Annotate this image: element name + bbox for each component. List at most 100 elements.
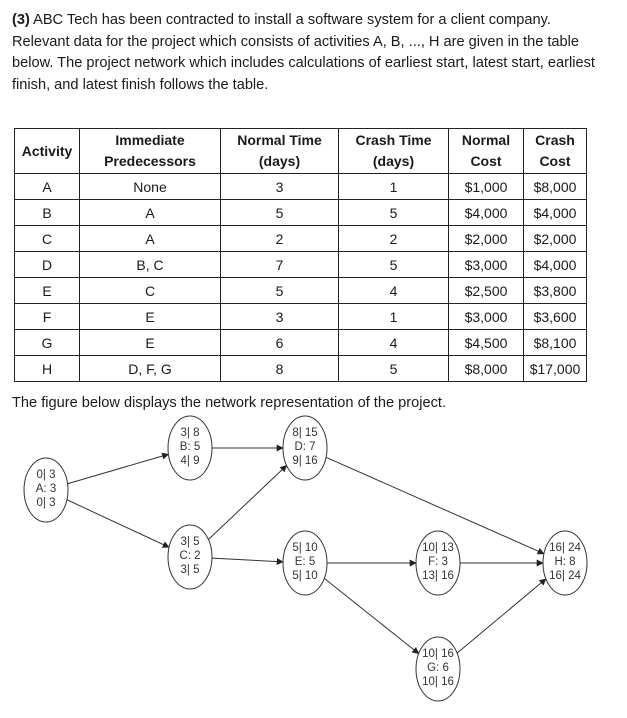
network-nodes: 0| 3 A: 3 0| 3 3| 8 B: 5 4| 9 3| 5 C: 2 3| 5 8| 1… [23, 415, 588, 702]
cell-normal-time: 8 [220, 355, 339, 382]
header-text: Cost [539, 153, 571, 169]
node-mid-label: G: 6 [427, 662, 449, 674]
cell-activity: C [14, 225, 80, 252]
header-text: Normal [461, 132, 511, 148]
node-bottom-label: 9| 16 [292, 455, 317, 467]
edge-C-E [211, 557, 284, 566]
node-top-label: 8| 15 [292, 427, 317, 439]
edge-C-D [208, 464, 288, 540]
node-top-label: 3| 5 [181, 536, 200, 548]
header-activity: Activity [14, 128, 80, 174]
node-shape [167, 415, 213, 481]
node-mid-label: F: 3 [428, 556, 448, 568]
header-predecessors: Immediate Predecessors [79, 128, 221, 174]
edge-G-H [456, 578, 547, 654]
node-bottom-label: 16| 24 [549, 570, 581, 582]
node-mid-label: H: 8 [554, 556, 575, 568]
cell-crash-time: 5 [338, 355, 449, 382]
problem-statement: (3) ABC Tech has been contracted to inst… [12, 10, 612, 96]
node-top-label: 5| 10 [292, 542, 317, 554]
node-top-label: 10| 16 [422, 648, 454, 660]
cell-crash-cost: $3,800 [523, 277, 587, 304]
cell-crash-cost: $4,000 [523, 199, 587, 226]
cell-pred: D, F, G [79, 355, 221, 382]
cell-pred: E [79, 329, 221, 356]
cell-normal-time: 6 [220, 329, 339, 356]
cell-crash-time: 4 [338, 277, 449, 304]
header-text: Normal Time [237, 132, 322, 148]
cell-activity: E [14, 277, 80, 304]
node-mid-label: B: 5 [180, 441, 200, 453]
node-B: 3| 8 B: 5 4| 9 [167, 415, 213, 481]
cell-normal-cost: $8,000 [448, 355, 524, 382]
cell-activity: H [14, 355, 80, 382]
node-E: 5| 10 E: 5 5| 10 [282, 530, 328, 596]
edge-A-B [67, 452, 170, 485]
cell-crash-time: 5 [338, 199, 449, 226]
cell-activity: D [14, 251, 80, 278]
cell-crash-time: 1 [338, 173, 449, 200]
cell-crash-time: 2 [338, 225, 449, 252]
cell-normal-time: 5 [220, 277, 339, 304]
node-bottom-label: 10| 16 [422, 676, 454, 688]
cell-crash-cost: $8,100 [523, 329, 587, 356]
cell-activity: B [14, 199, 80, 226]
header-text: Immediate [115, 132, 185, 148]
cell-normal-time: 3 [220, 303, 339, 330]
node-mid-label: A: 3 [36, 483, 56, 495]
problem-text: ABC Tech has been contracted to install … [12, 12, 595, 93]
node-mid-label: E: 5 [295, 556, 315, 568]
node-mid-label: C: 2 [179, 550, 200, 562]
node-bottom-label: 3| 5 [181, 564, 200, 576]
header-text: Crash [535, 132, 575, 148]
node-C: 3| 5 C: 2 3| 5 [167, 524, 213, 590]
node-shape [167, 524, 213, 590]
node-bottom-label: 0| 3 [37, 497, 56, 509]
node-shape [415, 636, 461, 702]
node-H: 16| 24 H: 8 16| 24 [542, 530, 588, 596]
header-text: (days) [258, 153, 301, 169]
header-crash-cost: Crash Cost [523, 128, 587, 174]
node-top-label: 10| 13 [422, 542, 454, 554]
header-text: Cost [470, 153, 502, 169]
figure-caption: The figure below displays the network re… [12, 395, 447, 411]
cell-normal-time: 2 [220, 225, 339, 252]
node-mid-label: D: 7 [294, 441, 315, 453]
node-F: 10| 13 F: 3 13| 16 [415, 530, 461, 596]
cell-crash-cost: $17,000 [523, 355, 587, 382]
edge-D-H [325, 456, 545, 555]
cell-normal-cost: $4,500 [448, 329, 524, 356]
node-top-label: 16| 24 [549, 542, 581, 554]
node-bottom-label: 4| 9 [181, 455, 200, 467]
node-shape [415, 530, 461, 596]
header-text: Crash Time [355, 132, 432, 148]
node-G: 10| 16 G: 6 10| 16 [415, 636, 461, 702]
network-edges [66, 444, 547, 655]
cell-crash-cost: $8,000 [523, 173, 587, 200]
activity-table: Activity Immediate Predecessors Normal T… [14, 128, 587, 382]
header-text: (days) [372, 153, 415, 169]
node-bottom-label: 5| 10 [292, 570, 317, 582]
node-top-label: 0| 3 [37, 469, 56, 481]
node-A: 0| 3 A: 3 0| 3 [23, 457, 69, 523]
cell-pred: A [79, 225, 221, 252]
cell-normal-cost: $3,000 [448, 251, 524, 278]
node-bottom-label: 13| 16 [422, 570, 454, 582]
cell-pred: A [79, 199, 221, 226]
edge-A-C [66, 499, 170, 548]
edge-E-G [323, 577, 420, 655]
node-shape [542, 530, 588, 596]
node-top-label: 3| 8 [181, 427, 200, 439]
node-shape [23, 457, 69, 523]
header-text: Predecessors [104, 153, 196, 169]
node-shape [282, 530, 328, 596]
problem-number: (3) [12, 12, 30, 28]
node-D: 8| 15 D: 7 9| 16 [282, 415, 328, 481]
